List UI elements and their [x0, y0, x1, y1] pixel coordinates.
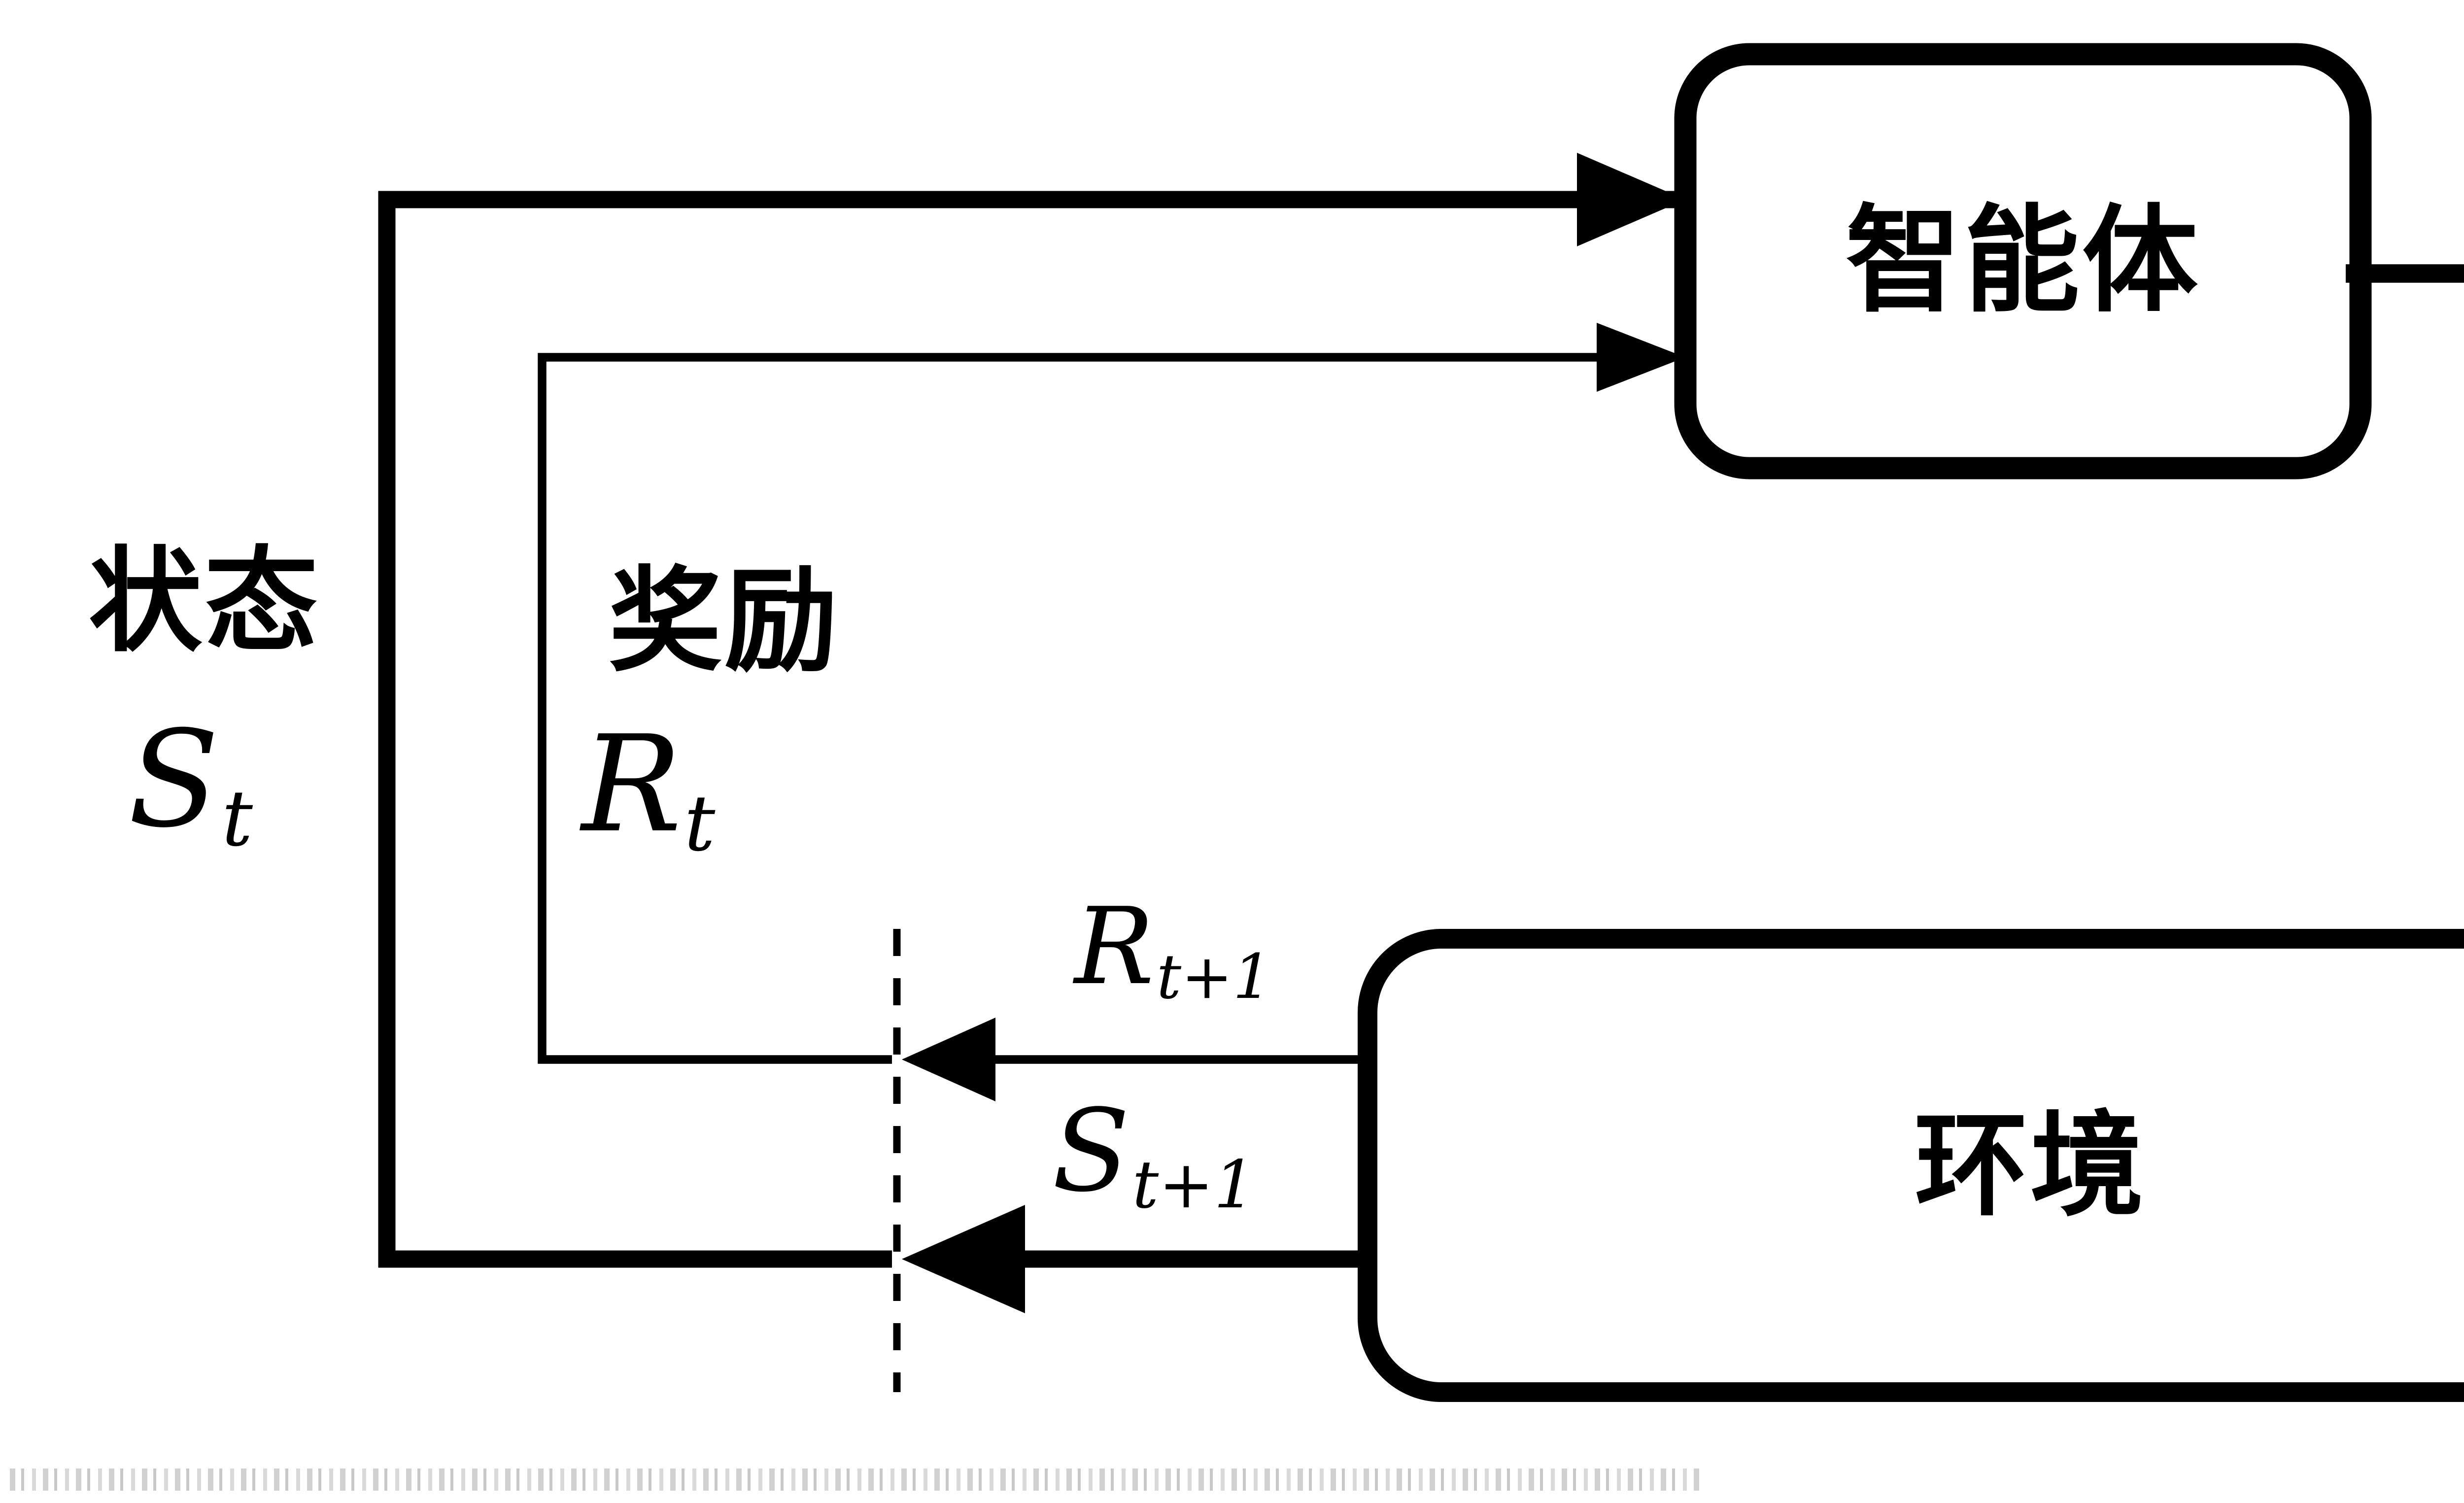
next-reward-arrowhead	[902, 1018, 995, 1101]
reward-into-agent-arrowhead	[1597, 323, 1685, 392]
reward-flow-label: 奖励	[609, 554, 840, 687]
environment-node-label: 环境	[1368, 939, 2464, 1392]
reward-loop-line	[538, 353, 1685, 1064]
next-reward-symbol-base: R	[1074, 887, 1154, 1010]
state-loop-line	[378, 191, 1685, 1268]
state-into-agent-arrowhead	[1577, 153, 1685, 246]
state-symbol-sub: t	[222, 776, 253, 865]
reward-symbol-base: R	[582, 707, 682, 862]
cropped-caption-fragment	[10, 1469, 1700, 1491]
environment-box	[1358, 929, 2464, 1402]
agent-node-label: 智能体	[1685, 54, 2361, 468]
agent-box	[1674, 43, 2372, 479]
state-flow-label: 状态	[89, 535, 320, 668]
next-state-symbol-sub: t+1	[1132, 1147, 1256, 1224]
next-reward-symbol-sub: t+1	[1156, 942, 1272, 1014]
reward-symbol-sub: t	[684, 781, 716, 870]
next-state-arrowhead	[902, 1205, 1025, 1313]
next-state-symbol-base: S	[1052, 1084, 1130, 1217]
agent-node-text: 智能体	[1846, 193, 2200, 329]
environment-node-text: 环境	[1915, 1099, 2146, 1232]
state-symbol-base: S	[128, 702, 219, 857]
